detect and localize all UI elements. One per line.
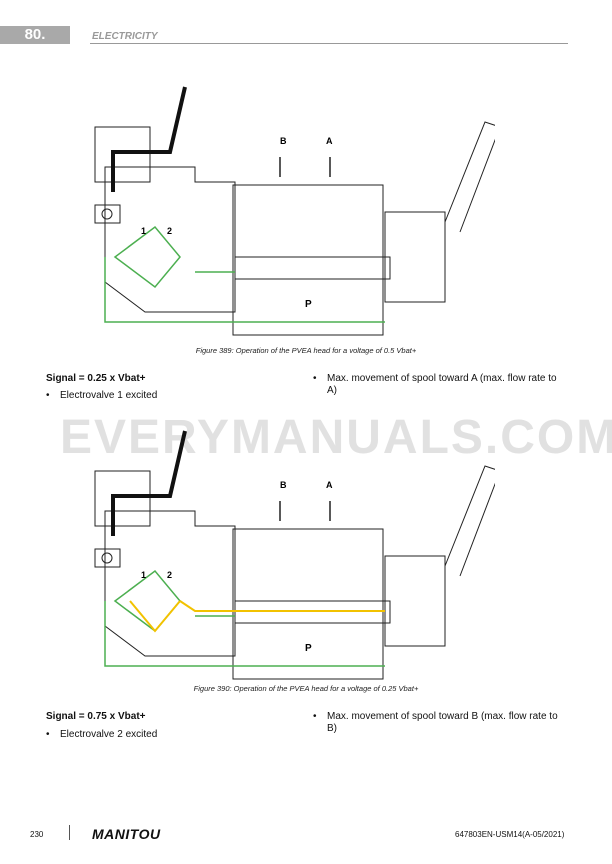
- port-a-label: A: [326, 480, 333, 490]
- port-b-label: B: [280, 480, 287, 490]
- port-a-label: A: [326, 136, 333, 146]
- bullet-text: Electrovalve 1 excited: [60, 390, 158, 401]
- connector-block: [94, 126, 151, 183]
- valve-body: [232, 184, 384, 336]
- header-rule: [90, 43, 568, 44]
- bullet-text: Max. movement of spool toward B (max. fl…: [327, 711, 558, 734]
- bullet-left-2: •Electrovalve 2 excited: [46, 729, 158, 740]
- electronics-symbol: [94, 548, 121, 568]
- solenoid-symbol: [101, 208, 113, 220]
- electrovalve-1-label: 1: [141, 226, 146, 236]
- figure-390-caption: Figure 390: Operation of the PVEA head f…: [193, 684, 419, 693]
- mechanical-end: [384, 555, 446, 647]
- electrovalve-1-label: 1: [141, 570, 146, 580]
- bullet-text: Max. movement of spool toward A (max. fl…: [327, 373, 557, 396]
- pilot-lines-active: [129, 600, 385, 633]
- valve-body: [232, 528, 384, 680]
- pilot-lines-green: [104, 569, 385, 667]
- signal-heading-1: Signal = 0.25 x Vbat+: [46, 373, 146, 384]
- signal-heading-2: Signal = 0.75 x Vbat+: [46, 711, 146, 722]
- bullet-text: Electrovalve 2 excited: [60, 729, 158, 740]
- port-pipes: [279, 501, 331, 521]
- watermark: EVERYMANUALS.COM: [60, 411, 612, 464]
- lever: [444, 121, 501, 233]
- connector-block: [94, 470, 151, 527]
- mechanical-end: [384, 211, 446, 303]
- cable: [111, 86, 187, 192]
- port-b-label: B: [280, 136, 287, 146]
- pvea-housing: [104, 510, 236, 657]
- brand-logo: MANITOU: [92, 826, 161, 842]
- spool: [234, 256, 391, 280]
- document-reference: 647803EN-USM14(A-05/2021): [455, 830, 565, 839]
- electronics-symbol: [94, 204, 121, 224]
- page-number: 230: [30, 830, 44, 839]
- figure-389-caption: Figure 389: Operation of the PVEA head f…: [195, 346, 417, 355]
- port-pipes: [279, 157, 331, 177]
- chapter-number: 80.: [0, 26, 70, 44]
- pilot-lines-green: [104, 225, 385, 323]
- pvea-housing: [104, 166, 236, 313]
- electrovalve-2-label: 2: [167, 570, 172, 580]
- valve-diagram-svg: B A 1 2P: [94, 430, 501, 680]
- footer-divider: [69, 825, 70, 840]
- bullet-right-1: •Max. movement of spool toward A (max. f…: [313, 373, 557, 396]
- bullet-left-1: •Electrovalve 1 excited: [46, 390, 158, 401]
- pressure-port-label: P: [305, 299, 312, 310]
- lever: [444, 465, 501, 577]
- solenoid-symbol: [101, 552, 113, 564]
- section-title: ELECTRICITY: [92, 31, 158, 42]
- electrovalve-2-label: 2: [167, 226, 172, 236]
- cable: [111, 430, 187, 536]
- bullet-right-2: •Max. movement of spool toward B (max. f…: [313, 711, 558, 734]
- pressure-port-label: P: [305, 643, 312, 654]
- valve-diagram-svg: B A 1 2P: [94, 86, 501, 336]
